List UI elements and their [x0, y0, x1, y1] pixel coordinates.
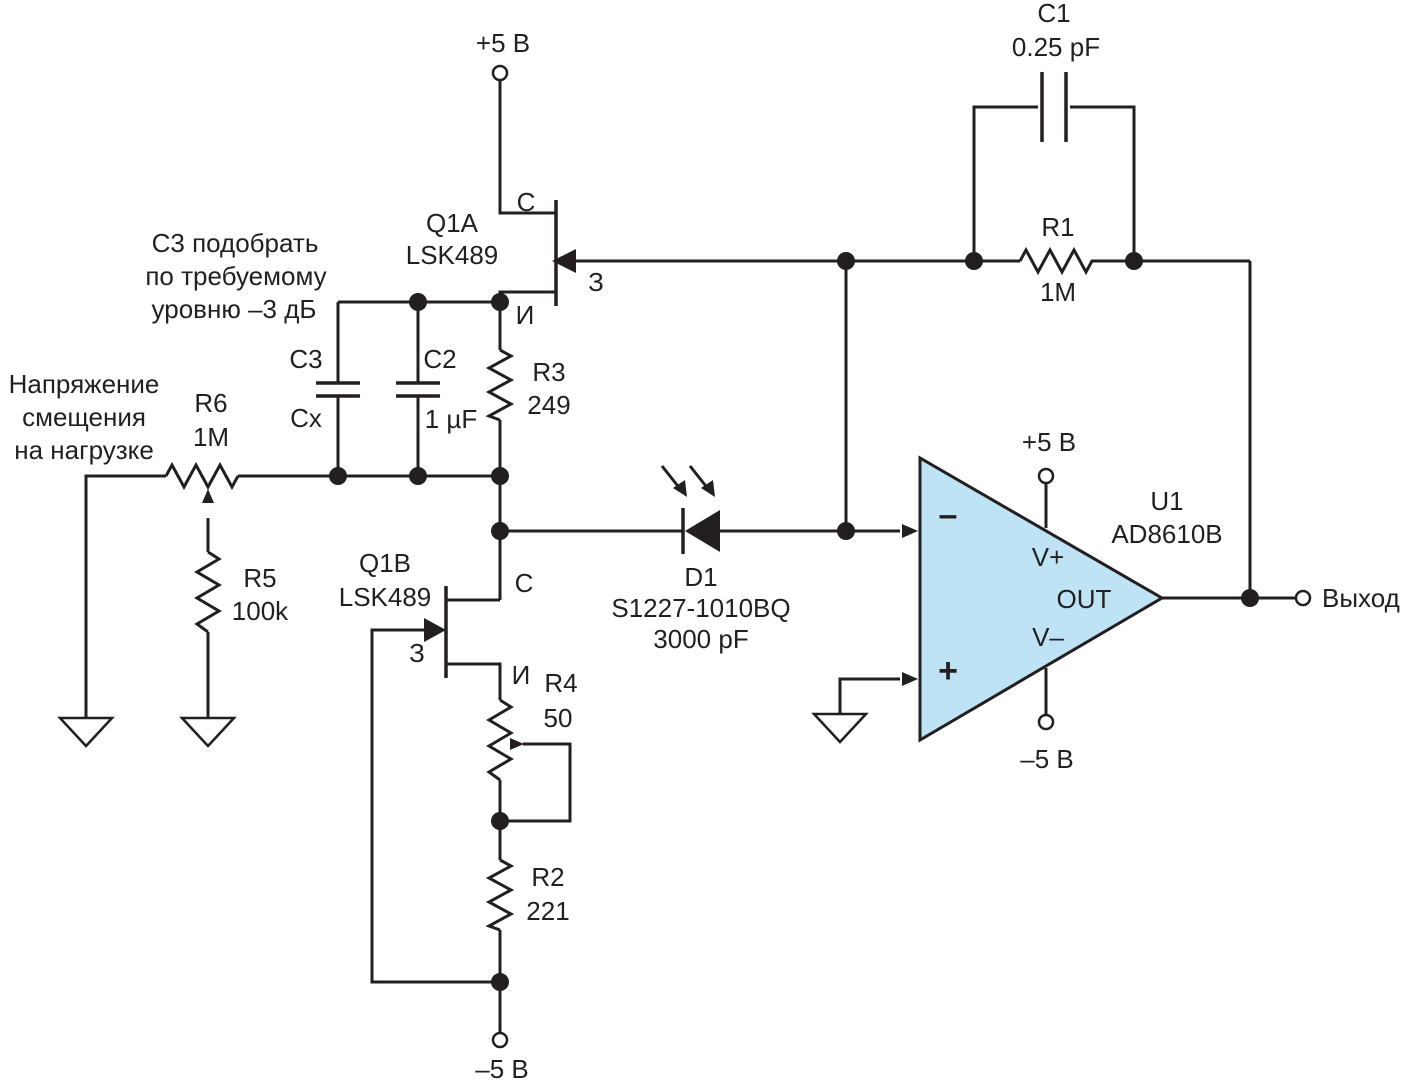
- opamp-vneg-label: –5 В: [1020, 744, 1074, 774]
- q1b-gate-arrow: [424, 618, 446, 642]
- opamp-vpos-terminal: [1037, 467, 1055, 485]
- c3-note-line2: по требуемому: [145, 261, 326, 291]
- terminals: [491, 64, 1312, 1049]
- q1a-supply-label: +5 В: [476, 28, 530, 58]
- c3-note-line1: С3 подобрать: [152, 228, 319, 258]
- c2-name: C2: [423, 344, 456, 374]
- opamp-vneg-terminal: [1037, 713, 1055, 731]
- labels: +5 В C1 0.25 pF C Q1A LSK489 З И R1 1M С…: [9, 0, 1400, 1081]
- q1b-pin-source: И: [512, 660, 531, 690]
- q1a-pin-drain: C: [517, 187, 536, 217]
- q1b-pin-drain: C: [515, 568, 534, 598]
- q1a-transistor: [552, 200, 576, 306]
- opamp-vpos-label: +5 В: [1022, 427, 1076, 457]
- u1-pin-vneg: V–: [1032, 622, 1064, 652]
- r3-zigzag: [485, 348, 515, 422]
- c3-value: Cx: [290, 403, 322, 433]
- q1a-pin-gate: З: [588, 267, 604, 297]
- r3-value: 249: [527, 390, 570, 420]
- r6-wiper-arrow: [202, 489, 214, 503]
- r5-name: R5: [243, 563, 276, 593]
- u1-inv-sign: –: [939, 496, 958, 534]
- r1-zigzag: [1018, 246, 1098, 276]
- u1-part: AD8610B: [1111, 519, 1222, 549]
- q1b-supply-terminal: [491, 1031, 509, 1049]
- d1-capacitance: 3000 pF: [653, 624, 748, 654]
- q1b-part: LSK489: [339, 582, 432, 612]
- q1a-supply-terminal: [491, 64, 509, 82]
- bias-note-line2: смещения: [22, 402, 146, 432]
- u1-opamp: [902, 455, 1165, 743]
- q1b-transistor: [424, 586, 448, 678]
- wiper-arrows: [202, 489, 524, 750]
- grounds: [57, 712, 869, 748]
- u1-name: U1: [1150, 486, 1183, 516]
- wires: [84, 81, 1296, 1032]
- capacitors: [316, 72, 1068, 398]
- d1-part: S1227-1010BQ: [611, 593, 790, 623]
- r4-name: R4: [544, 668, 577, 698]
- r1-name: R1: [1041, 212, 1074, 242]
- r6-name: R6: [194, 388, 227, 418]
- bias-note-line1: Напряжение: [9, 369, 160, 399]
- r5-value: 100k: [232, 596, 289, 626]
- c2-value: 1 µF: [425, 404, 478, 434]
- output-label: Выход: [1322, 583, 1400, 613]
- r1-value: 1M: [1040, 277, 1076, 307]
- u1-pin-vpos: V+: [1032, 542, 1065, 572]
- c1-value: 0.25 pF: [1012, 32, 1100, 62]
- r4-wiper-arrow: [510, 738, 524, 750]
- ground-icon: [179, 716, 237, 748]
- output-terminal: [1294, 589, 1312, 607]
- r2-name: R2: [531, 862, 564, 892]
- q1b-pin-gate: З: [409, 638, 425, 668]
- bias-note-line3: на нагрузке: [14, 435, 154, 465]
- c1-name: C1: [1037, 0, 1070, 28]
- junctions: [329, 252, 1259, 991]
- r3-name: R3: [532, 357, 565, 387]
- ground-icon: [57, 716, 115, 748]
- r2-zigzag: [485, 858, 515, 932]
- q1b-supply-label: –5 В: [475, 1054, 529, 1081]
- r6-value: 1M: [193, 422, 229, 452]
- q1a-gate-arrow: [552, 249, 576, 273]
- d1-photodiode: [660, 465, 720, 554]
- r5-zigzag: [194, 550, 222, 634]
- u1-pin-out: OUT: [1057, 584, 1112, 614]
- inv-input-arrow: [902, 524, 918, 538]
- q1a-part: LSK489: [406, 240, 499, 270]
- c3-name: C3: [289, 344, 322, 374]
- r2-value: 221: [526, 896, 569, 926]
- u1-noninv-sign: +: [938, 652, 958, 690]
- q1a-name: Q1A: [426, 208, 479, 238]
- ground-icon: [811, 712, 869, 744]
- d1-name: D1: [684, 562, 717, 592]
- noninv-input-arrow: [902, 672, 918, 686]
- q1a-pin-source: И: [516, 300, 535, 330]
- c3-note-line3: уровню –3 дБ: [152, 294, 317, 324]
- resistors: [164, 246, 1098, 932]
- r4-zigzag: [486, 698, 514, 782]
- r4-value: 50: [544, 703, 573, 733]
- q1b-name: Q1B: [359, 548, 411, 578]
- r6-zigzag: [164, 461, 240, 491]
